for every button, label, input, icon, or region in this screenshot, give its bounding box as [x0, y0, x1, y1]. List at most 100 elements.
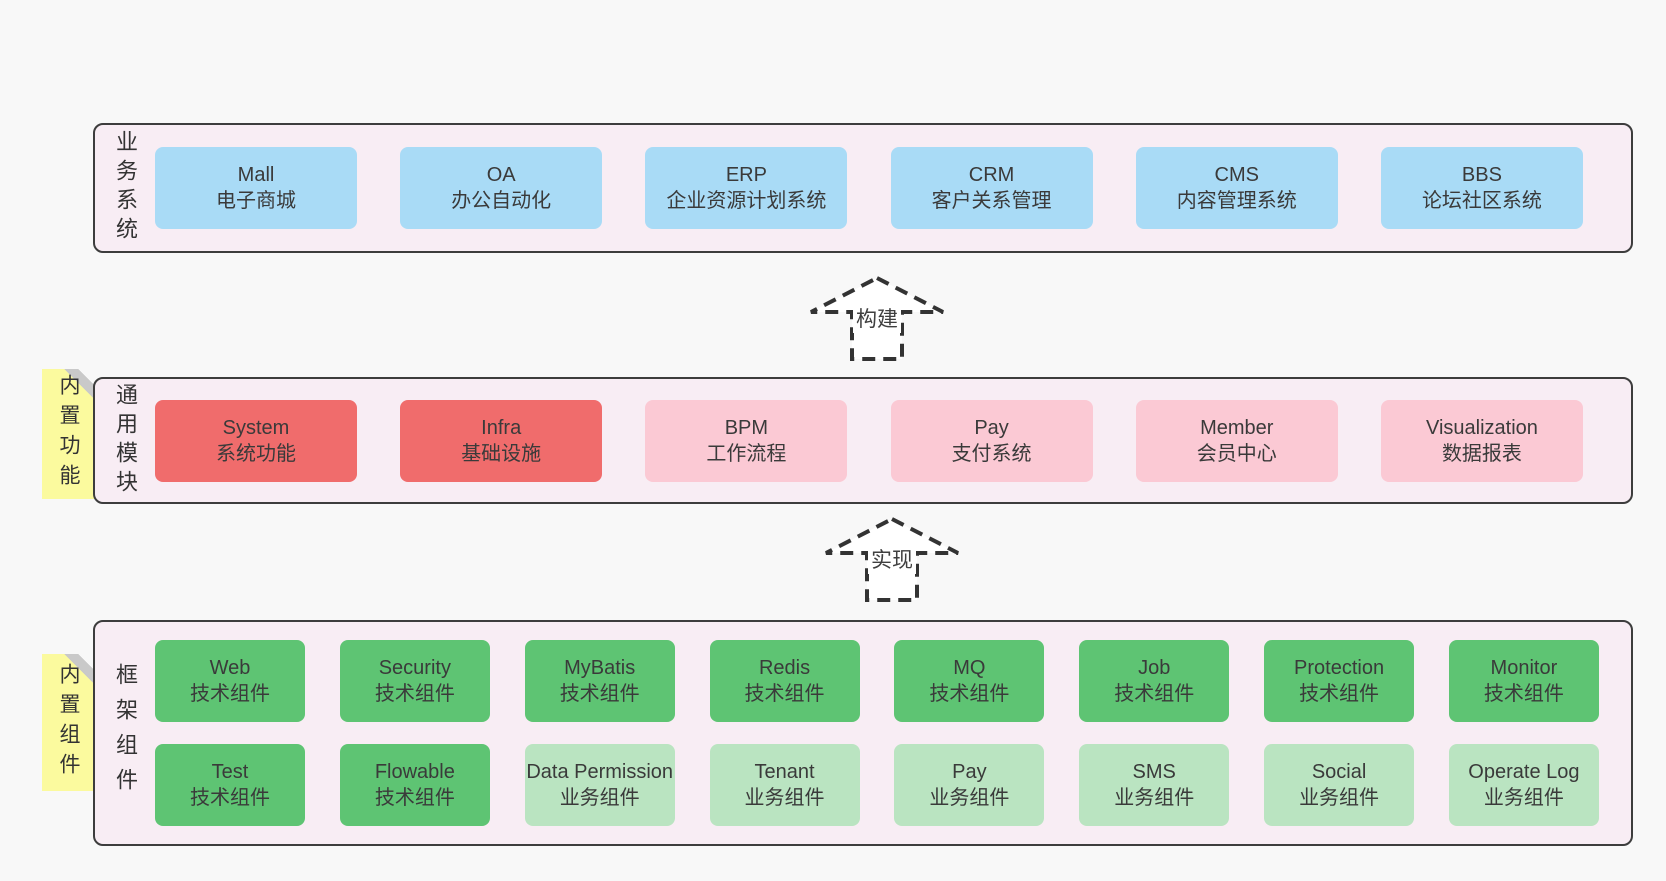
- box-subtitle: 系统功能: [216, 442, 296, 465]
- box-test: Test 技术组件: [155, 744, 305, 826]
- box-subtitle: 技术组件: [929, 683, 1010, 705]
- box-subtitle: 论坛社区系统: [1421, 190, 1542, 212]
- box-sms: SMS 业务组件: [1079, 744, 1230, 826]
- box-title: CMS: [1214, 164, 1259, 186]
- box-subtitle: 业务组件: [929, 787, 1010, 809]
- band-label-common-modules: 通用模块: [113, 382, 138, 499]
- band-label-business-systems: 业务系统: [113, 130, 138, 246]
- band-label-framework-components: 框架组件: [113, 663, 138, 803]
- box-subtitle: 工作流程: [706, 442, 787, 465]
- box-title: MyBatis: [564, 657, 636, 679]
- box-subtitle: 技术组件: [1483, 683, 1564, 705]
- components-row-1: Web 技术组件 Security 技术组件 MyBatis 技术组件 Redi…: [155, 640, 1599, 722]
- box-title: Member: [1200, 416, 1274, 439]
- box-web: Web 技术组件: [155, 640, 305, 722]
- box-title: Protection: [1294, 657, 1385, 679]
- box-title: Pay: [974, 416, 1009, 439]
- box-subtitle: 办公自动化: [451, 190, 552, 212]
- box-subtitle: 内容管理系统: [1176, 190, 1297, 212]
- box-redis: Redis 技术组件: [709, 640, 860, 722]
- box-title: OA: [486, 164, 516, 186]
- box-member: Member 会员中心: [1135, 399, 1338, 482]
- arrow-implement-label: 实现: [868, 544, 916, 574]
- box-flowable: Flowable 技术组件: [339, 744, 490, 826]
- box-erp: ERP 企业资源计划系统: [645, 147, 848, 229]
- box-subtitle: 技术组件: [744, 683, 825, 705]
- box-title: Web: [209, 657, 251, 679]
- box-title: ERP: [725, 164, 767, 186]
- box-title: BBS: [1461, 164, 1502, 186]
- box-subtitle: 会员中心: [1196, 442, 1277, 465]
- box-subtitle: 业务组件: [1483, 787, 1564, 809]
- box-title: System: [222, 416, 290, 439]
- box-tenant: Tenant 业务组件: [709, 744, 860, 826]
- box-title: Infra: [481, 416, 522, 439]
- box-mall: Mall 电子商城: [155, 147, 357, 229]
- box-title: Mall: [237, 164, 275, 186]
- box-title: Operate Log: [1468, 761, 1580, 783]
- band-business-content: Mall 电子商城 OA 办公自动化 ERP 企业资源计划系统 CRM 客户关系…: [155, 125, 1631, 251]
- box-subtitle: 技术组件: [1114, 683, 1195, 705]
- box-title: Redis: [758, 657, 811, 679]
- band-business-systems: 业务系统 Mall 电子商城 OA 办公自动化 ERP 企业资源计划系统 CRM…: [93, 123, 1633, 253]
- band-modules-content: System 系统功能 Infra 基础设施 BPM 工作流程 Pay 支付系统…: [155, 379, 1631, 502]
- box-cms: CMS 内容管理系统: [1135, 147, 1338, 229]
- box-pay-system: Pay 支付系统: [890, 399, 1093, 482]
- box-subtitle: 技术组件: [190, 683, 270, 705]
- sticky-note-built-in-components: 内置组件: [42, 654, 94, 791]
- box-data-permission: Data Permission 业务组件: [524, 744, 675, 826]
- box-subtitle: 技术组件: [374, 787, 455, 809]
- box-title: Tenant: [754, 761, 815, 783]
- box-operate-log: Operate Log 业务组件: [1448, 744, 1599, 826]
- box-title: BPM: [724, 416, 769, 439]
- sticky-note-text: 内置组件: [57, 662, 80, 783]
- box-pay-component: Pay 业务组件: [894, 744, 1045, 826]
- box-title: Pay: [952, 761, 987, 783]
- box-system: System 系统功能: [155, 399, 357, 482]
- box-monitor: Monitor 技术组件: [1448, 640, 1599, 722]
- box-visualization: Visualization 数据报表: [1380, 399, 1583, 482]
- box-subtitle: 技术组件: [190, 787, 270, 809]
- box-infra: Infra 基础设施: [400, 399, 603, 482]
- box-title: CRM: [968, 164, 1015, 186]
- sticky-note-built-in-features: 内置功能: [42, 369, 94, 499]
- box-social: Social 业务组件: [1264, 744, 1415, 826]
- box-title: Job: [1138, 657, 1171, 679]
- box-bpm: BPM 工作流程: [645, 399, 848, 482]
- components-row-2: Test 技术组件 Flowable 技术组件 Data Permission …: [155, 744, 1599, 826]
- box-title: Test: [211, 761, 249, 783]
- box-mq: MQ 技术组件: [894, 640, 1045, 722]
- box-subtitle: 基础设施: [461, 442, 542, 465]
- box-job: Job 技术组件: [1079, 640, 1230, 722]
- box-title: MQ: [953, 657, 986, 679]
- box-subtitle: 技术组件: [374, 683, 455, 705]
- box-protection: Protection 技术组件: [1264, 640, 1415, 722]
- box-subtitle: 数据报表: [1441, 442, 1522, 465]
- band-framework-components: 框架组件 Web 技术组件 Security 技术组件 MyBatis 技术组件…: [93, 620, 1633, 846]
- box-title: Monitor: [1490, 657, 1558, 679]
- box-oa: OA 办公自动化: [400, 147, 603, 229]
- box-title: Social: [1311, 761, 1367, 783]
- box-title: Flowable: [374, 761, 455, 783]
- box-subtitle: 支付系统: [951, 442, 1032, 465]
- box-crm: CRM 客户关系管理: [890, 147, 1093, 229]
- box-security: Security 技术组件: [339, 640, 490, 722]
- band-common-modules: 通用模块 System 系统功能 Infra 基础设施 BPM 工作流程 Pay…: [93, 377, 1633, 504]
- box-subtitle: 技术组件: [1299, 683, 1380, 705]
- box-subtitle: 业务组件: [744, 787, 825, 809]
- box-bbs: BBS 论坛社区系统: [1380, 147, 1583, 229]
- band-components-content: Web 技术组件 Security 技术组件 MyBatis 技术组件 Redi…: [155, 622, 1631, 844]
- box-subtitle: 业务组件: [1114, 787, 1195, 809]
- arrow-build-label: 构建: [853, 303, 901, 333]
- box-title: Visualization: [1425, 416, 1538, 439]
- box-title: Data Permission: [526, 761, 674, 783]
- box-title: SMS: [1132, 761, 1176, 783]
- arrow-implement: 实现: [812, 514, 972, 604]
- arrow-build: 构建: [797, 273, 957, 363]
- box-subtitle: 技术组件: [559, 683, 640, 705]
- box-subtitle: 客户关系管理: [931, 190, 1052, 212]
- box-subtitle: 企业资源计划系统: [666, 190, 827, 212]
- box-subtitle: 业务组件: [559, 787, 640, 809]
- sticky-note-text: 内置功能: [57, 374, 80, 494]
